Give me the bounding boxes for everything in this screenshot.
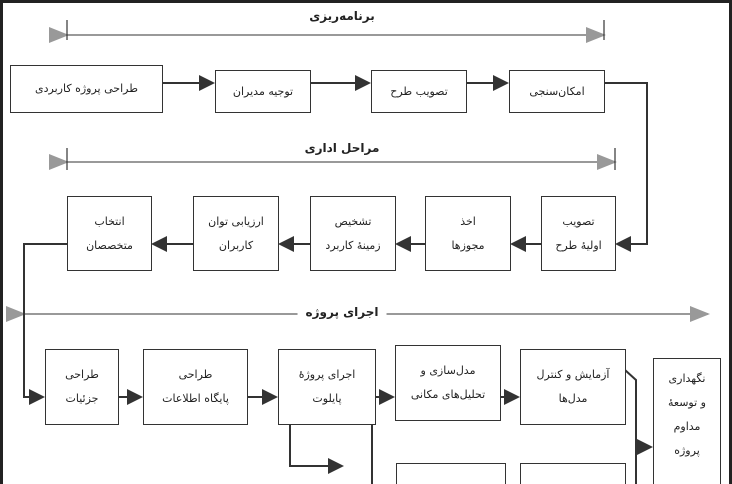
box-text: ارزیابی توان <box>208 214 264 228</box>
box-text: نگهداری <box>668 372 706 385</box>
box-text: و توسعهٔ <box>668 396 706 409</box>
box-text: مدل‌سازی و <box>420 364 476 377</box>
box-text: تصویب طرح <box>390 84 448 98</box>
box-plan-approval: تصویب طرح <box>371 70 467 113</box>
box-text: تشخیص <box>334 214 372 228</box>
box-text: طراحی <box>178 368 213 381</box>
box-cut-off-2 <box>520 463 626 484</box>
box-feasibility: امکان‌سنجی <box>509 70 605 113</box>
box-text: امکان‌سنجی <box>529 84 585 98</box>
box-text: جزئیات <box>65 392 99 405</box>
box-text: انتخاب <box>94 214 125 228</box>
box-assess-users: ارزیابی توان کاربران <box>193 196 279 271</box>
box-text: توجیه مدیران <box>232 84 294 98</box>
box-obtain-permits: اخذ مجوزها <box>425 196 511 271</box>
box-text: مداوم <box>673 420 701 433</box>
box-maintenance: نگهداری و توسعهٔ مداوم پروژه <box>653 358 721 484</box>
box-text: مجوزها <box>451 238 485 252</box>
box-pilot-execution: اجرای پروژهٔ پایلوت <box>278 349 376 425</box>
box-initial-approval: تصویب اولیهٔ طرح <box>541 196 616 271</box>
box-text: کاربران <box>218 238 254 252</box>
box-text: آزمایش و کنترل <box>536 368 610 381</box>
box-text: تحلیل‌های مکانی <box>410 388 486 401</box>
box-text: اولیهٔ طرح <box>555 238 602 252</box>
box-text: متخصصان <box>86 238 133 252</box>
section-title-administrative: مراحل اداری <box>296 141 388 155</box>
box-text: پروژه <box>674 444 700 457</box>
box-manager-briefing: توجیه مدیران <box>215 70 311 113</box>
box-text: اخذ <box>460 214 476 228</box>
box-identify-application: تشخیص زمینهٔ کاربرد <box>310 196 396 271</box>
box-text: اجرای پروژهٔ <box>298 368 356 381</box>
box-cut-off-1 <box>396 463 506 484</box>
box-text: مدل‌ها <box>558 392 588 405</box>
box-select-experts: انتخاب متخصصان <box>67 196 152 271</box>
box-detail-design: طراحی جزئیات <box>45 349 119 425</box>
box-text: زمینهٔ کاربرد <box>325 238 381 252</box>
box-text: پایلوت <box>312 392 342 405</box>
diagram-canvas: برنامه‌ریزی مراحل اداری اجرای پروژه طراح… <box>3 3 729 484</box>
box-model-testing: آزمایش و کنترل مدل‌ها <box>520 349 626 425</box>
box-user-project-design: طراحی پروژه کاربردی <box>10 65 163 113</box>
box-database-design: طراحی پایگاه اطلاعات <box>143 349 248 425</box>
box-text: طراحی <box>65 368 99 381</box>
box-text: پایگاه اطلاعات <box>162 392 229 405</box>
section-title-execution: اجرای پروژه <box>297 305 387 319</box>
box-text: طراحی پروژه کاربردی <box>35 82 138 95</box>
section-title-planning: برنامه‌ریزی <box>301 9 383 23</box>
box-text: تصویب <box>562 214 595 228</box>
box-modeling-spatial-analysis: مدل‌سازی و تحلیل‌های مکانی <box>395 345 501 421</box>
